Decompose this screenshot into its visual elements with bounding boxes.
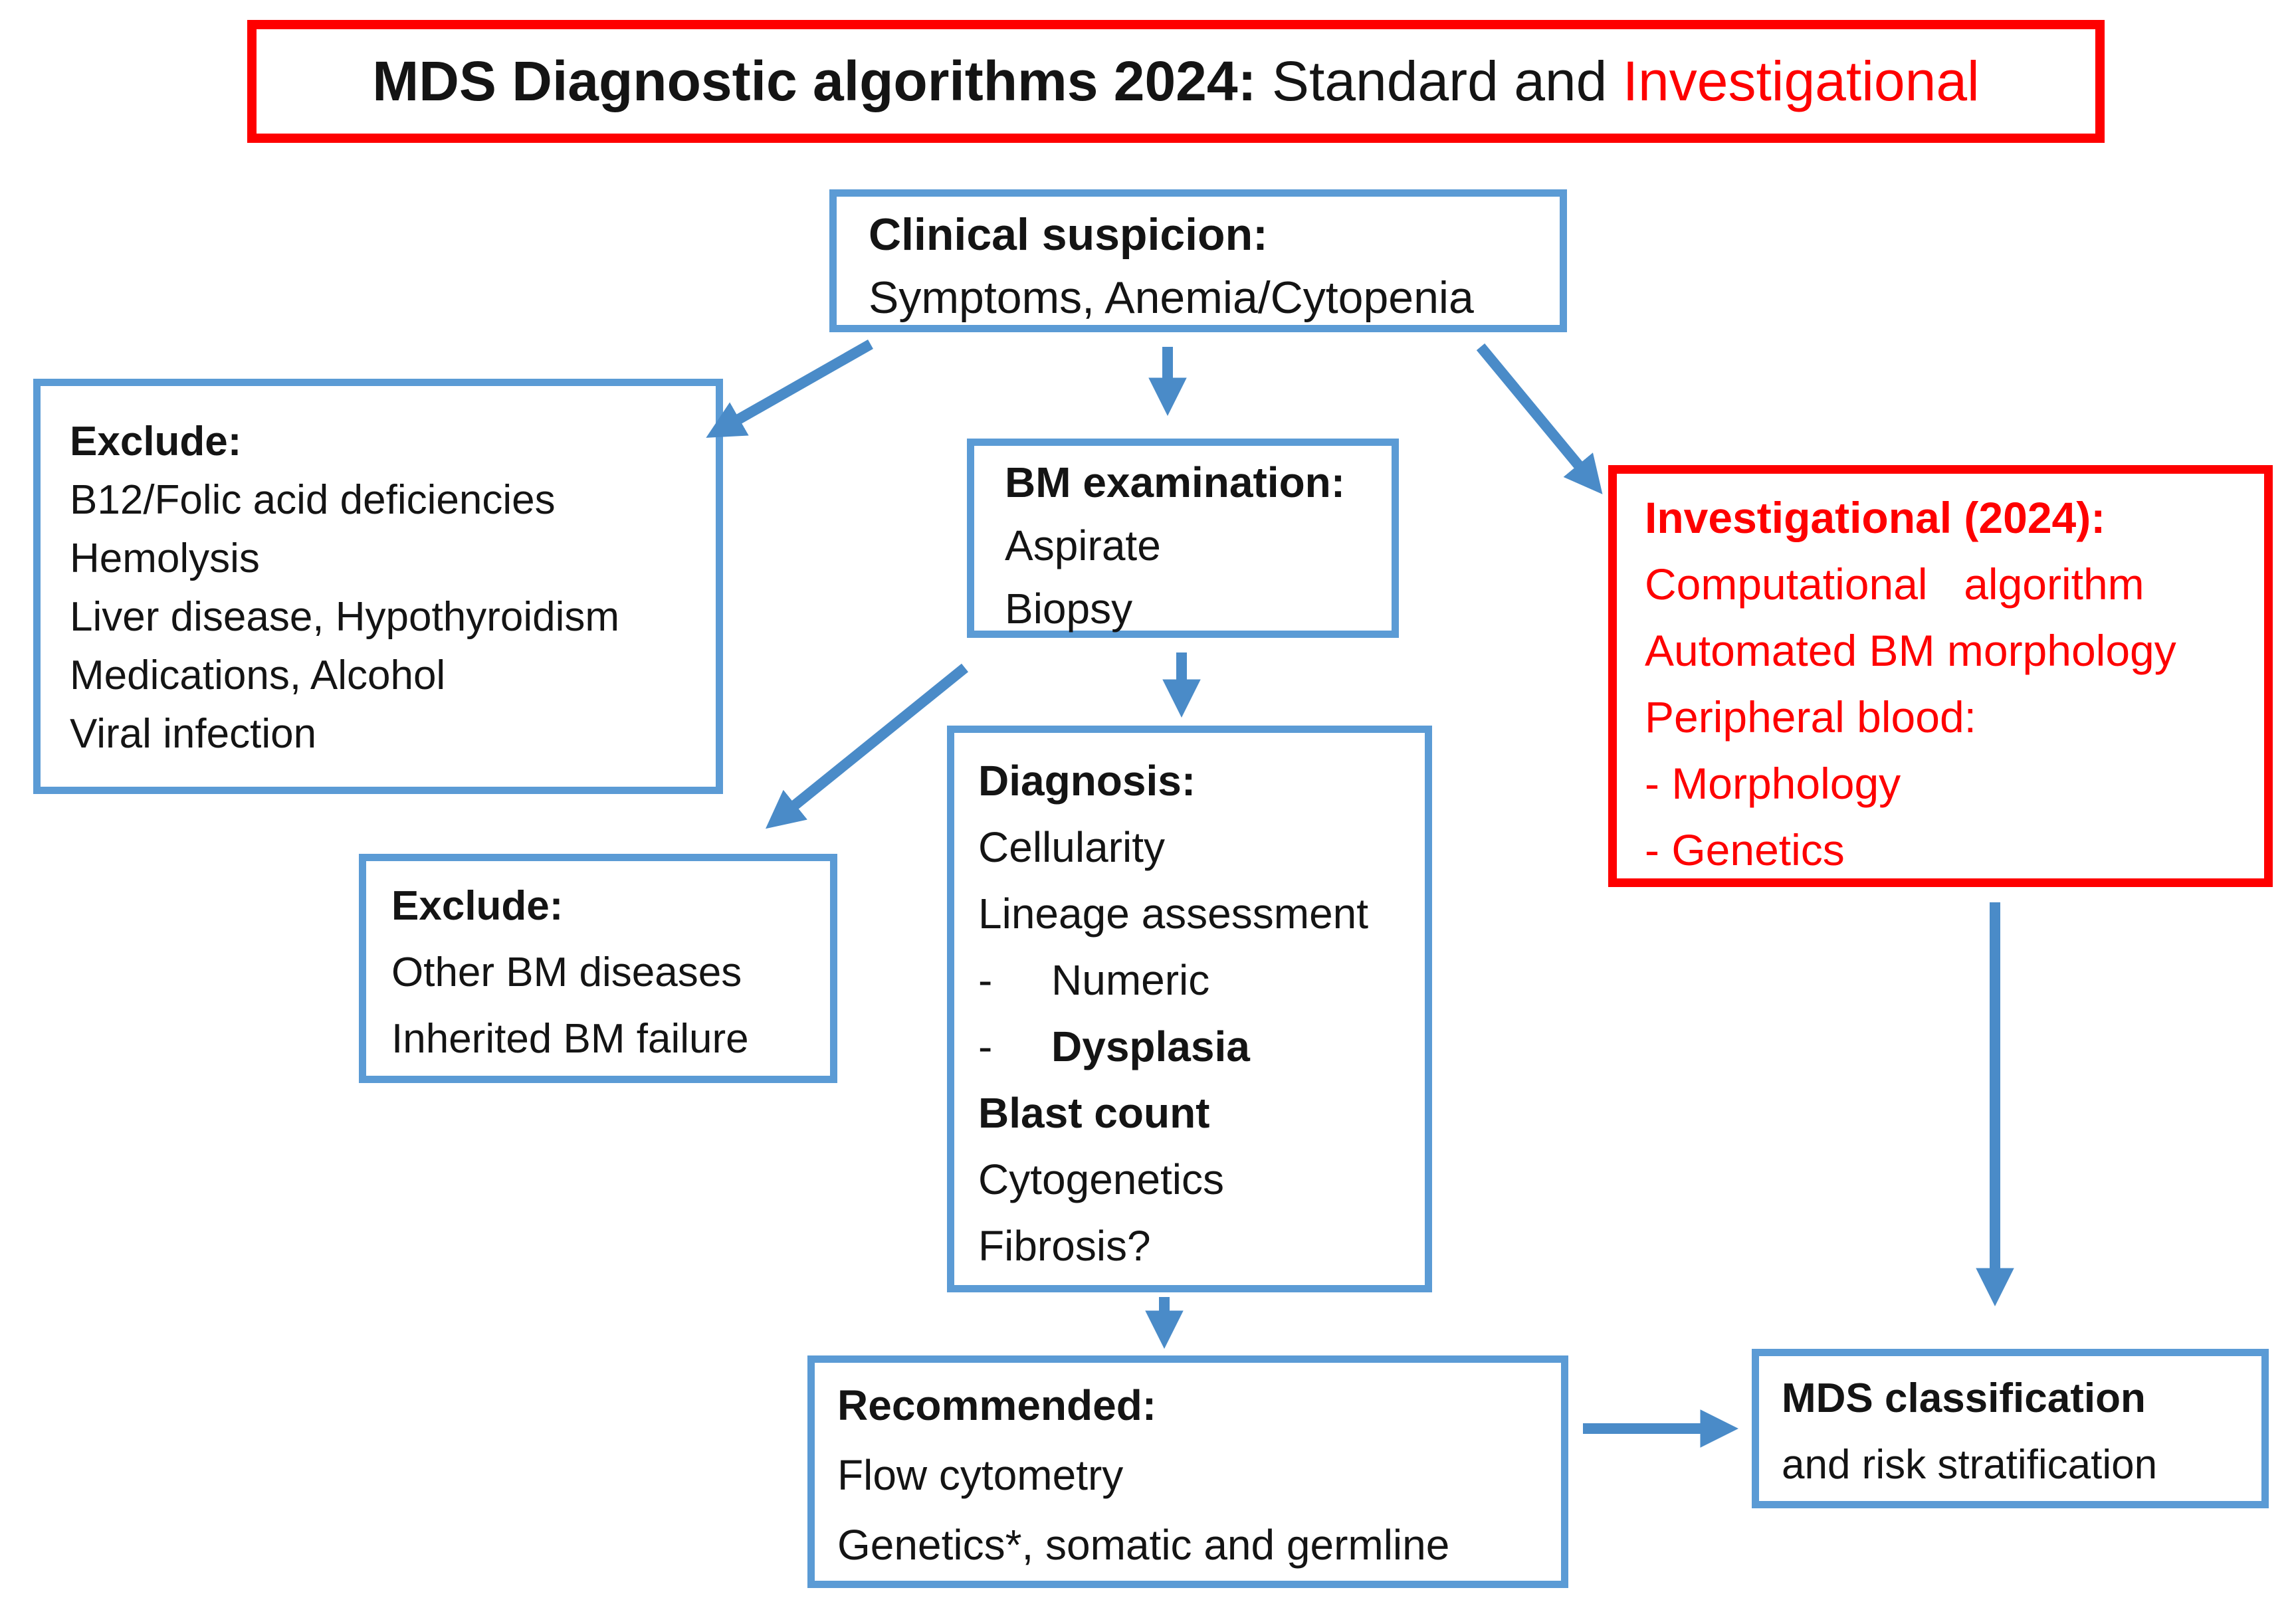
- diagnosis-item: Cellularity: [978, 823, 1165, 871]
- exclude-primary-item: Liver disease, Hypothyroidism: [70, 594, 620, 640]
- exclude-primary-header: Exclude:: [70, 419, 242, 464]
- exclude-primary-item: Medications, Alcohol: [70, 652, 446, 698]
- recommended-box: Recommended: Flow cytometry Genetics*, s…: [807, 1355, 1568, 1588]
- diagnosis-bullet: - Dysplasia: [978, 1013, 1425, 1080]
- investigational-item: Computational algorithm: [1645, 559, 2144, 609]
- recommended-item: Flow cytometry: [837, 1451, 1124, 1499]
- exclude-primary-item: Viral infection: [70, 711, 317, 757]
- bm-examination-header: BM examination:: [1005, 458, 1346, 506]
- investigational-item: Automated BM morphology: [1645, 626, 2176, 675]
- dash-icon: -: [978, 956, 993, 1004]
- diagnosis-item: Blast count: [978, 1089, 1210, 1137]
- clinical-suspicion-header: Clinical suspicion:: [869, 209, 1268, 260]
- mds-classification-box: MDS classification and risk stratificati…: [1752, 1349, 2269, 1508]
- bm-examination-box: BM examination: Aspirate Biopsy: [967, 439, 1399, 638]
- bm-examination-item: Biopsy: [1005, 585, 1133, 633]
- investigational-header: Investigational (2024):: [1645, 493, 2106, 542]
- arrow-clinical-to-exclude-primary: [706, 340, 873, 438]
- recommended-item: Genetics*, somatic and germline: [837, 1521, 1450, 1569]
- mds-classification-header: MDS classification: [1782, 1375, 2146, 1421]
- dash-icon: -: [978, 1023, 993, 1070]
- diagnosis-bullet: - Numeric: [978, 947, 1425, 1013]
- arrow-bm-to-exclude-secondary: [765, 663, 969, 829]
- investigational-item: - Morphology: [1645, 759, 1901, 808]
- diagnosis-item: Lineage assessment: [978, 890, 1369, 938]
- exclude-secondary-box: Exclude: Other BM diseases Inherited BM …: [359, 854, 837, 1083]
- investigational-box: Investigational (2024): Computational al…: [1608, 465, 2273, 887]
- recommended-header: Recommended:: [837, 1381, 1157, 1429]
- exclude-secondary-item: Inherited BM failure: [391, 1016, 749, 1062]
- clinical-suspicion-box: Clinical suspicion: Symptoms, Anemia/Cyt…: [829, 189, 1567, 332]
- title-highlight: Investigational: [1622, 50, 1980, 112]
- clinical-suspicion-line: Symptoms, Anemia/Cytopenia: [869, 272, 1474, 323]
- exclude-secondary-header: Exclude:: [391, 883, 564, 929]
- title-bold: MDS Diagnostic algorithms 2024:: [372, 50, 1257, 112]
- arrow-clinical-to-investigational: [1476, 343, 1603, 494]
- title-regular: Standard and: [1256, 50, 1623, 112]
- bm-examination-item: Aspirate: [1005, 522, 1161, 569]
- mds-classification-line: and risk stratification: [1782, 1442, 2158, 1488]
- diagnosis-bullet-text: Dysplasia: [1051, 1023, 1250, 1070]
- exclude-primary-box: Exclude: B12/Folic acid deficiencies Hem…: [33, 379, 723, 794]
- exclude-primary-item: Hemolysis: [70, 536, 260, 581]
- diagnosis-header: Diagnosis:: [978, 757, 1196, 805]
- investigational-item: - Genetics: [1645, 825, 1845, 874]
- investigational-item: Peripheral blood:: [1645, 692, 1976, 742]
- exclude-secondary-item: Other BM diseases: [391, 949, 742, 995]
- diagnosis-item: Cytogenetics: [978, 1155, 1224, 1203]
- title-box: MDS Diagnostic algorithms 2024: Standard…: [247, 20, 2105, 143]
- diagnosis-box: Diagnosis: Cellularity Lineage assessmen…: [947, 726, 1432, 1292]
- diagnosis-item: Fibrosis?: [978, 1222, 1151, 1270]
- diagnosis-bullet-text: Numeric: [1051, 956, 1210, 1004]
- exclude-primary-item: B12/Folic acid deficiencies: [70, 477, 556, 523]
